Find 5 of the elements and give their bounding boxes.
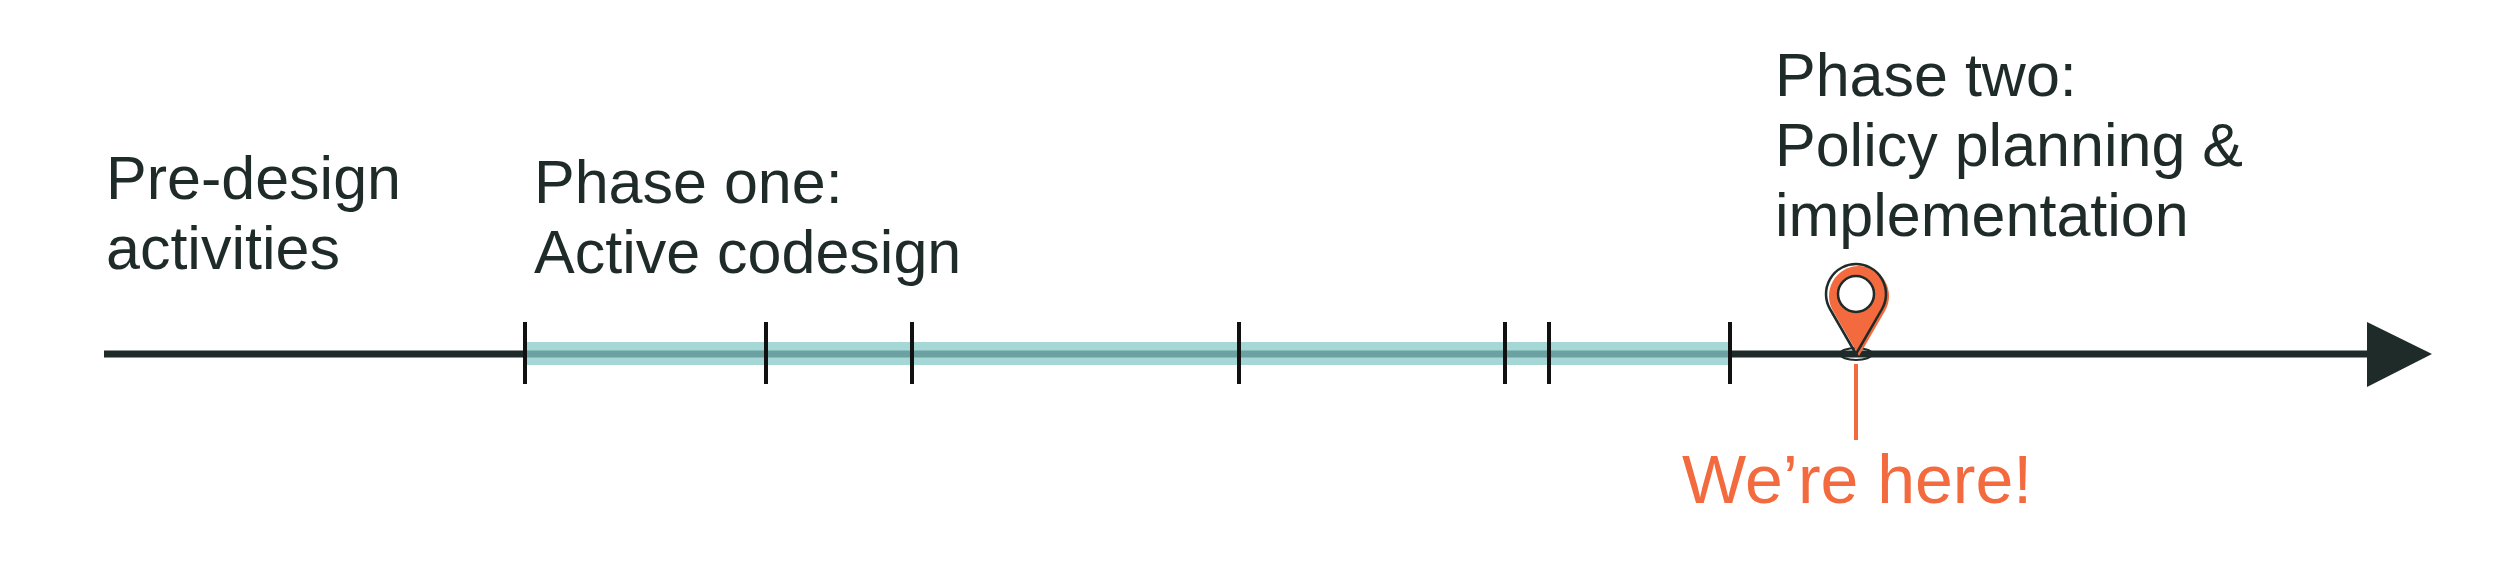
callout-label: We’re here! <box>1682 440 2033 518</box>
leader-line <box>1854 364 1858 440</box>
phase-label: Pre-design activities <box>106 143 402 283</box>
phase-label: Phase two: Policy planning & implementation <box>1775 40 2244 250</box>
phase-label: Phase one: Active codesign <box>534 147 963 287</box>
